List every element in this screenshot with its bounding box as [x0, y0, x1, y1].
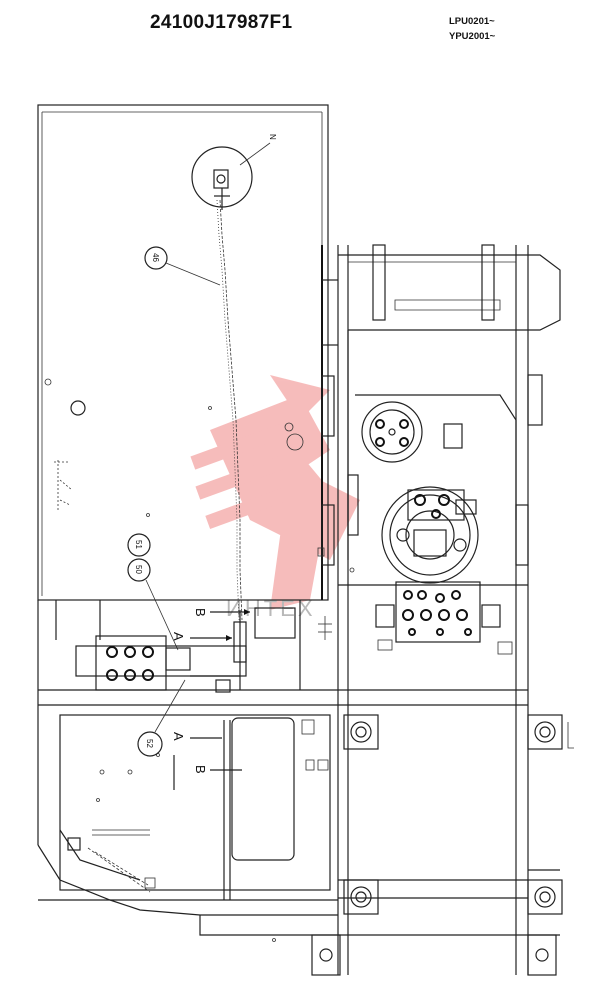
cable-46 — [216, 199, 243, 621]
callout-52: 52 — [145, 739, 154, 748]
view-markers-lower: A B — [171, 720, 242, 900]
serial-range-2: YPU2001~ — [449, 31, 496, 42]
serial-range-1: LPU0201~ — [449, 16, 495, 27]
callout-50: 50 — [134, 565, 143, 574]
callout-51: 51 — [134, 540, 143, 549]
page-title: 24100J17987F1 — [150, 12, 293, 33]
view-b-lower: B — [193, 765, 208, 774]
mounting-bosses — [311, 714, 574, 976]
callout-46-group: 46 — [144, 246, 221, 286]
callout-51-group: 51 — [127, 533, 151, 557]
control-valve-block — [375, 581, 501, 643]
view-b-upper: B — [193, 608, 208, 617]
swing-motor — [361, 401, 463, 463]
misc-fittings — [272, 547, 513, 942]
control-valve-assembly — [75, 607, 296, 693]
detail-n-view: N — [191, 134, 277, 210]
center-swivel — [381, 486, 479, 584]
callout-52-group: 52 — [137, 679, 186, 757]
view-a-upper: A — [171, 632, 186, 641]
main-frame — [38, 244, 561, 975]
view-markers-upper: B A — [171, 608, 332, 641]
callout-50-group: 50 — [127, 558, 179, 651]
callout-detail-n: N — [268, 134, 277, 140]
lower-left-structure — [37, 600, 338, 916]
callout-46: 46 — [151, 253, 160, 262]
view-a-lower: A — [171, 732, 186, 741]
